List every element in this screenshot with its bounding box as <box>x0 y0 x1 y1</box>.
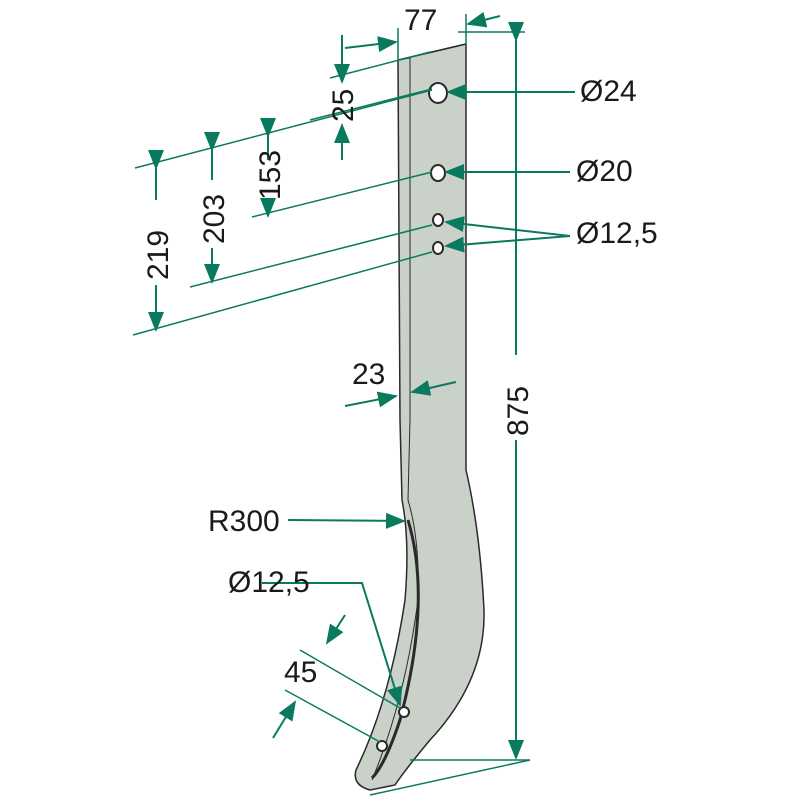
hole-12-5-a <box>432 213 444 227</box>
dim-hole-24: Ø24 <box>580 75 637 108</box>
extension-lines <box>132 14 531 796</box>
hole-12-5-b <box>432 241 444 255</box>
dim-875: 875 <box>502 386 535 436</box>
dim-203: 203 <box>198 194 231 244</box>
dim-153: 153 <box>254 150 287 200</box>
dim-77: 77 <box>404 4 437 37</box>
dim-45: 45 <box>284 656 317 689</box>
bottom-hole-a <box>398 706 410 718</box>
hole-24 <box>428 82 448 104</box>
dim-hole-20: Ø20 <box>576 155 633 188</box>
dimension-lines <box>148 11 575 760</box>
dim-219: 219 <box>142 230 175 280</box>
bottom-hole-b <box>376 740 388 752</box>
dim-bottom-hole: Ø12,5 <box>228 566 310 599</box>
dim-25: 25 <box>327 89 360 122</box>
hole-20 <box>430 164 446 182</box>
tine-part <box>354 43 485 791</box>
dim-23: 23 <box>352 358 385 391</box>
dim-r300: R300 <box>208 505 280 538</box>
dim-hole-12-5: Ø12,5 <box>576 217 658 250</box>
